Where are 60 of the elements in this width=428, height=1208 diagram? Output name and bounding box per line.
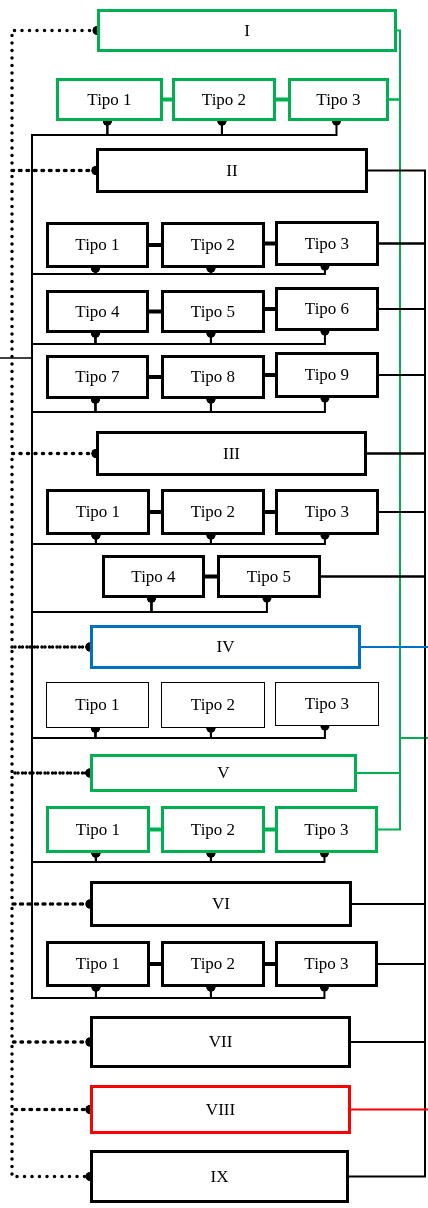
type-box: Tipo 2 xyxy=(161,489,265,535)
type-box: Tipo 8 xyxy=(161,355,265,399)
type-box: Tipo 1 xyxy=(46,489,150,535)
category-box: IV xyxy=(90,625,361,669)
category-box: IX xyxy=(90,1150,349,1203)
bus-line xyxy=(360,646,428,648)
category-box: II xyxy=(96,148,368,193)
type-box: Tipo 7 xyxy=(46,355,149,399)
type-box: Tipo 6 xyxy=(275,287,379,331)
type-box: Tipo 2 xyxy=(161,222,265,268)
type-box: Tipo 2 xyxy=(161,806,265,853)
category-box: I xyxy=(97,9,397,52)
category-box: VIII xyxy=(90,1085,351,1134)
link-bar xyxy=(150,962,161,966)
bus-line xyxy=(351,903,426,965)
type-box: Tipo 2 xyxy=(161,682,265,728)
bus-line xyxy=(320,575,426,905)
link-bar xyxy=(150,510,161,514)
bus-line xyxy=(350,1108,428,1111)
link-bar xyxy=(150,827,161,832)
type-box: Tipo 3 xyxy=(275,489,379,535)
bus-line xyxy=(348,1041,426,1178)
link-bar xyxy=(265,241,275,246)
bus-line xyxy=(378,242,426,310)
link-bar xyxy=(149,309,161,314)
type-box: Tipo 2 xyxy=(172,78,276,121)
type-box: Tipo 1 xyxy=(56,78,163,121)
bus-line xyxy=(367,169,426,245)
link-bar xyxy=(149,243,161,247)
type-box: Tipo 4 xyxy=(46,290,149,333)
type-box: Tipo 3 xyxy=(288,78,389,121)
category-box: VI xyxy=(90,881,352,927)
type-box: Tipo 9 xyxy=(275,352,379,398)
link-bar xyxy=(276,97,288,102)
link-bar xyxy=(163,97,172,102)
type-box: Tipo 4 xyxy=(102,555,205,598)
link-bar xyxy=(265,307,275,311)
type-box: Tipo 2 xyxy=(161,941,265,987)
type-box: Tipo 1 xyxy=(46,222,149,268)
type-box: Tipo 5 xyxy=(161,290,265,333)
link-bar xyxy=(265,827,275,832)
type-box: Tipo 3 xyxy=(275,221,379,266)
category-box: III xyxy=(96,431,367,476)
category-box: V xyxy=(90,754,357,792)
type-box: Tipo 1 xyxy=(46,806,150,853)
type-box: Tipo 3 xyxy=(275,806,378,853)
type-box: Tipo 1 xyxy=(46,941,150,987)
type-box: Tipo 1 xyxy=(46,682,149,728)
link-bar xyxy=(265,373,275,377)
type-box: Tipo 3 xyxy=(275,682,379,726)
link-bar xyxy=(265,510,275,514)
link-bar xyxy=(265,962,275,966)
bus-line xyxy=(366,452,426,513)
link-bar xyxy=(205,574,217,579)
link-bar xyxy=(149,375,161,379)
bus-line xyxy=(378,308,426,376)
category-box: VII xyxy=(90,1016,351,1068)
type-box: Tipo 3 xyxy=(275,941,378,987)
type-box: Tipo 5 xyxy=(217,555,321,598)
bus-line xyxy=(356,737,428,774)
